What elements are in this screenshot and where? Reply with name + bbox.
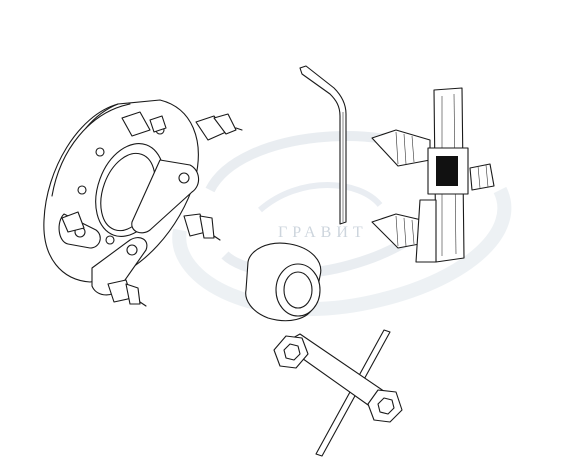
t-wrench-icon: [273, 329, 403, 457]
watermark-text: ГРАВИТ: [278, 224, 368, 241]
ring-spacer-icon: [245, 242, 322, 322]
centering-jig-icon: [371, 87, 495, 263]
allen-key-icon: [299, 65, 347, 225]
flange-adapter-icon: [43, 99, 243, 307]
